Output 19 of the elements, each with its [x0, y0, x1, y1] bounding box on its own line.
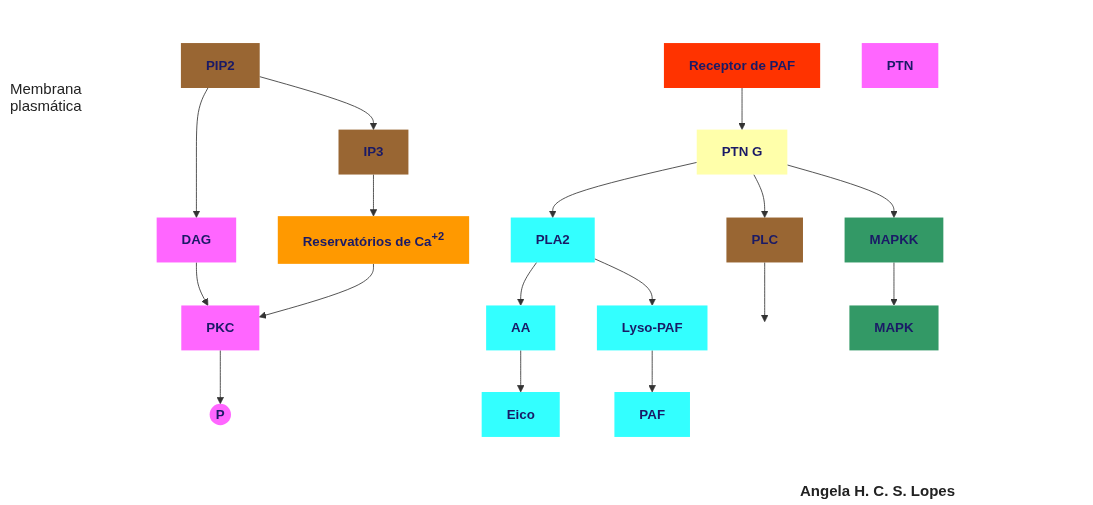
node-box: Lyso-PAF	[596, 305, 708, 351]
node-box: MAPK	[849, 305, 939, 351]
node-box: PLA2	[510, 217, 595, 263]
node-box: PTN G	[696, 129, 788, 175]
node-circle: P	[209, 403, 231, 426]
node-box: IP3	[338, 129, 409, 175]
region-label: Membrana plasmática	[10, 80, 83, 114]
node-box: PLC	[726, 217, 803, 263]
node-box: PKC	[181, 305, 260, 351]
node-box: MAPKK	[844, 217, 944, 263]
node-box: DAG	[156, 217, 237, 263]
node-box: PIP2	[180, 43, 260, 88]
node-box: PAF	[614, 392, 690, 437]
node-box: Reservatórios de Ca$^{+2}$	[277, 216, 470, 264]
node-box: Receptor de PAF	[663, 43, 821, 88]
author-credit: Angela H. C. S. Lopes	[800, 482, 956, 499]
node-box: Eico	[481, 392, 560, 437]
node-box: PTN	[861, 43, 939, 88]
node-box: AA	[486, 305, 556, 351]
